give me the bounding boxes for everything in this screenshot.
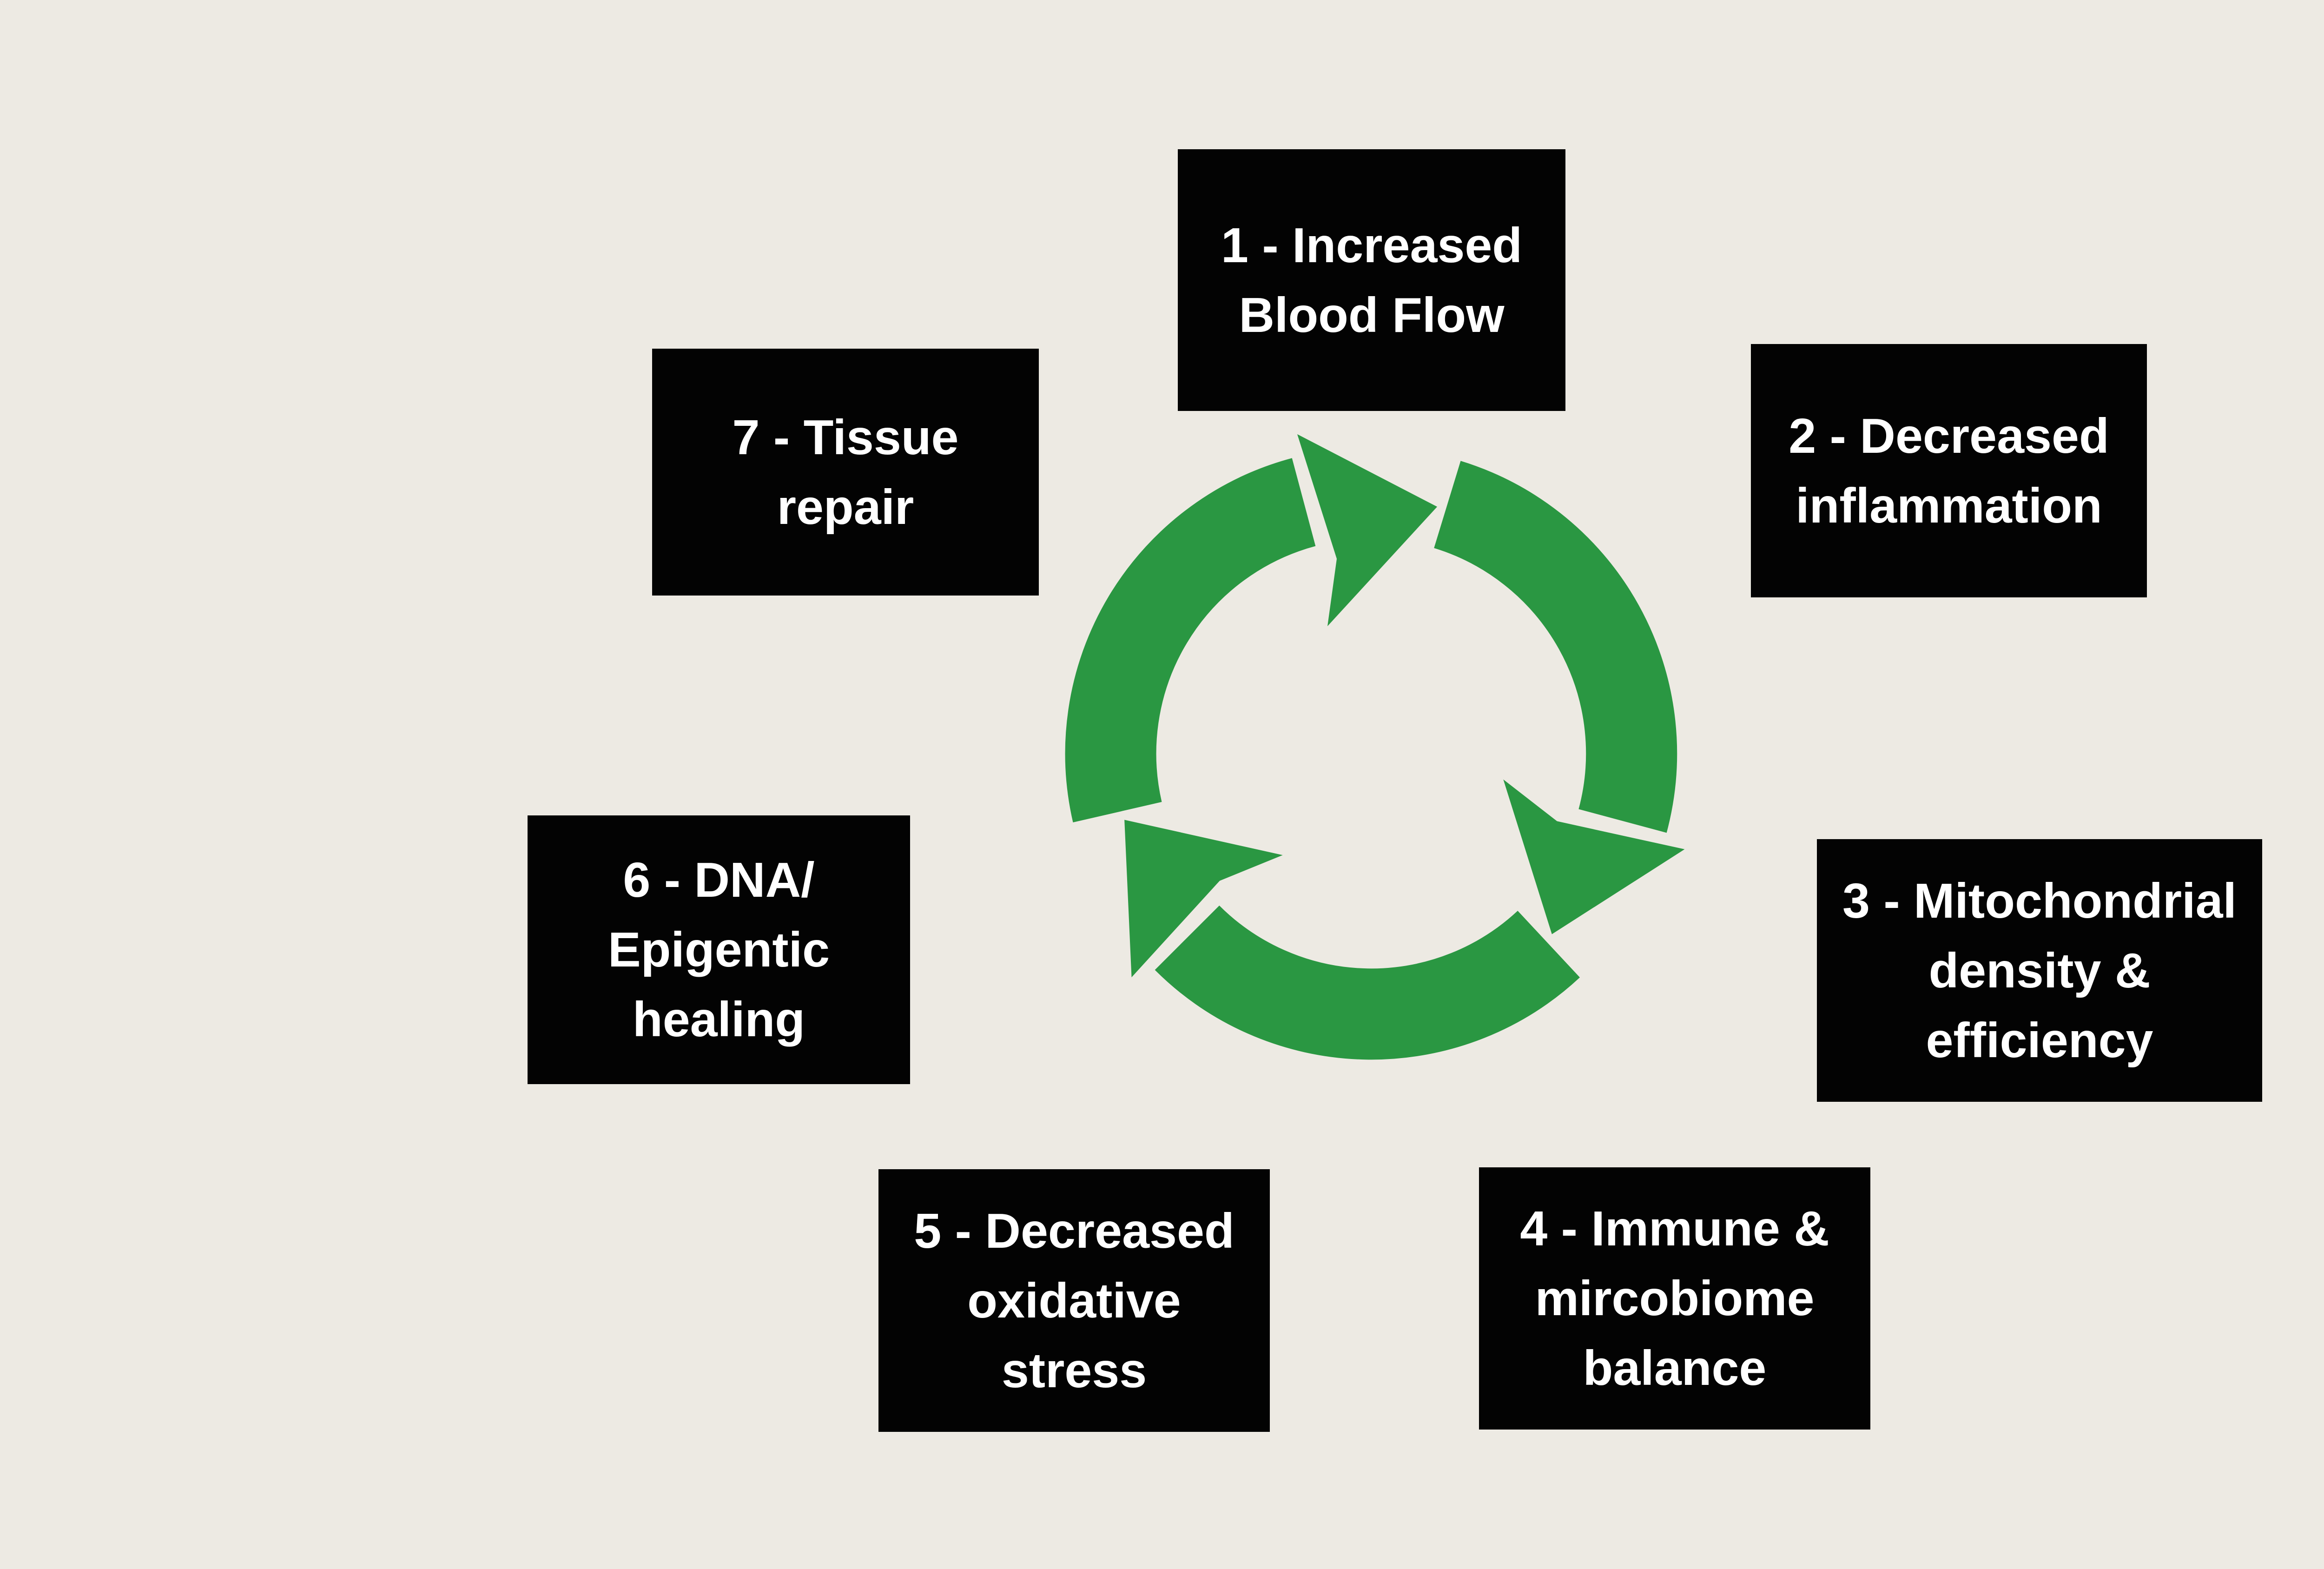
- cycle-arrows-icon: [1041, 434, 1701, 1084]
- step-box-2-decreased-inflammation: 2 - Decreased inflammation: [1751, 344, 2147, 597]
- step-line: 3 - Mitochondrial: [1842, 873, 2237, 928]
- step-box-3-mitochondrial-density-efficiency: 3 - Mitochondrial density & efficiency: [1817, 839, 2262, 1102]
- step-line: 4 - Immune &: [1520, 1201, 1829, 1256]
- step-box-1-increased-blood-flow: 1 - Increased Blood Flow: [1178, 149, 1565, 411]
- step-line: oxidative: [967, 1273, 1181, 1328]
- step-line: 7 - Tissue: [732, 410, 959, 465]
- step-box-4-immune-microbiome-balance: 4 - Immune & mircobiome balance: [1479, 1167, 1870, 1430]
- step-line: mircobiome: [1535, 1271, 1815, 1326]
- cycle-arrow-segment: [1065, 434, 1437, 822]
- step-line: inflammation: [1796, 478, 2102, 533]
- step-box-6-dna-epigenetic-healing: 6 - DNA/ Epigentic healing: [528, 815, 910, 1084]
- step-line: Epigentic: [607, 922, 830, 977]
- step-line: 2 - Decreased: [1789, 408, 2109, 463]
- step-box-7-tissue-repair: 7 - Tissue repair: [652, 349, 1039, 596]
- step-line: efficiency: [1926, 1013, 2153, 1068]
- step-line: 5 - Decreased: [914, 1203, 1235, 1258]
- step-line: stress: [1001, 1343, 1147, 1398]
- step-line: balance: [1583, 1341, 1767, 1396]
- step-line: 1 - Increased: [1221, 218, 1523, 273]
- step-line: healing: [632, 992, 805, 1047]
- step-line: density &: [1928, 943, 2151, 998]
- step-box-5-decreased-oxidative-stress: 5 - Decreased oxidative stress: [878, 1169, 1270, 1432]
- step-line: 6 - DNA/: [623, 853, 815, 907]
- step-line: Blood Flow: [1239, 287, 1505, 343]
- step-line: repair: [777, 479, 914, 535]
